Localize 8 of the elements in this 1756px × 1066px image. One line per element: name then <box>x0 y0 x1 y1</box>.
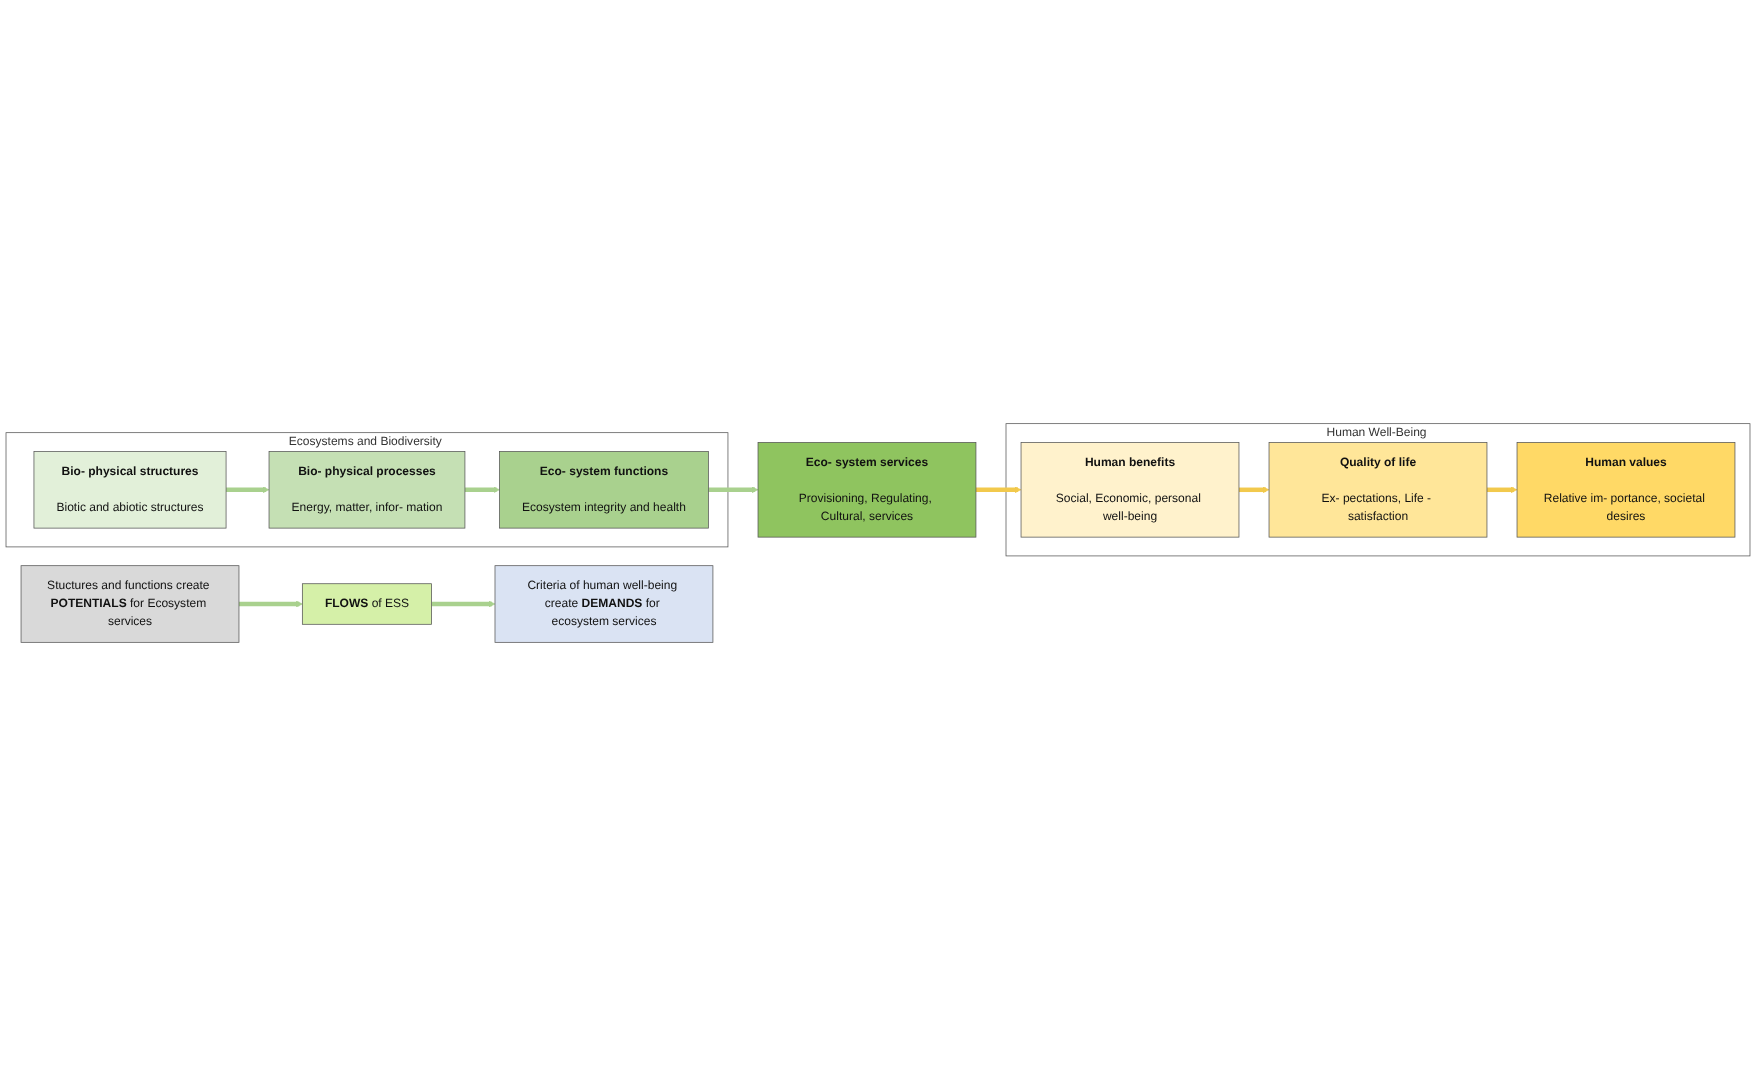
arrow <box>1238 486 1270 494</box>
arrow <box>226 486 270 494</box>
arrow <box>431 600 496 608</box>
arrow <box>1486 486 1518 494</box>
arrow <box>464 486 500 494</box>
arrow <box>975 486 1022 494</box>
arrow <box>239 600 303 608</box>
arrow <box>708 486 759 494</box>
